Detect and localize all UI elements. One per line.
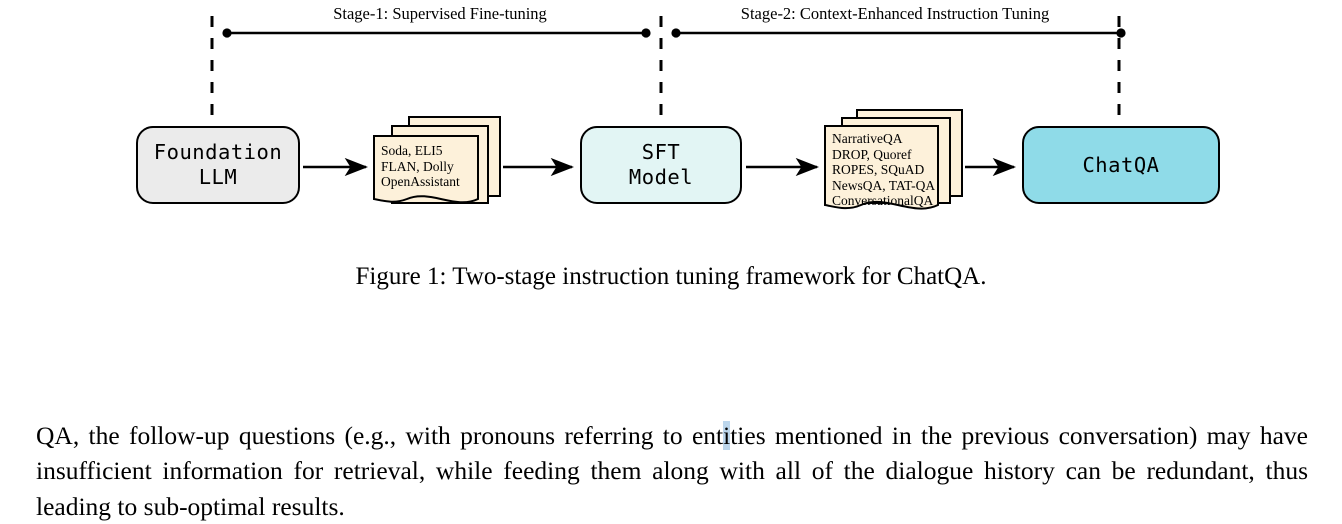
doc-stack-context-datasets-text: NarrativeQA DROP, Quoref ROPES, SQuAD Ne… [832, 131, 935, 209]
stage-2-span [671, 28, 1125, 37]
stage-1-span-dot-right [641, 28, 650, 37]
stage-2-span-dot-right [1116, 28, 1125, 37]
stage-1-span-dot-left [222, 28, 231, 37]
box-chatqa-label: ChatQA [1082, 153, 1159, 178]
dataset-line: OpenAssistant [381, 174, 460, 190]
stage-1-span [222, 28, 650, 37]
dataset-line: FLAN, Dolly [381, 159, 460, 175]
dataset-line: DROP, Quoref [832, 147, 935, 163]
box-foundation-llm: Foundation LLM [136, 126, 300, 204]
box-foundation-llm-line1: Foundation [154, 140, 282, 164]
dataset-line: Soda, ELI5 [381, 143, 460, 159]
box-chatqa: ChatQA [1022, 126, 1220, 204]
box-sft-model-line2: Model [629, 165, 693, 189]
doc-stack-sft-datasets-text: Soda, ELI5 FLAN, Dolly OpenAssistant [381, 143, 460, 190]
stage-2-label: Stage-2: Context-Enhanced Instruction Tu… [665, 5, 1125, 23]
figure-1: Stage-1: Supervised Fine-tuning Stage-2:… [0, 0, 1342, 310]
dataset-line: NarrativeQA [832, 131, 935, 147]
dataset-line: NewsQA, TAT-QA [832, 178, 935, 194]
box-sft-model: SFT Model [580, 126, 742, 204]
box-sft-model-line1: SFT [642, 140, 681, 164]
figure-caption: Figure 1: Two-stage instruction tuning f… [0, 262, 1342, 292]
dataset-line: ConversationalQA [832, 193, 935, 209]
box-foundation-llm-line2: LLM [199, 165, 238, 189]
stage-1-label: Stage-1: Supervised Fine-tuning [230, 5, 650, 23]
dataset-line: ROPES, SQuAD [832, 162, 935, 178]
stage-2-span-dot-left [671, 28, 680, 37]
paragraph-text-before-selection: QA, the follow-up questions (e.g., with … [36, 421, 723, 450]
body-paragraph[interactable]: QA, the follow-up questions (e.g., with … [36, 418, 1308, 524]
